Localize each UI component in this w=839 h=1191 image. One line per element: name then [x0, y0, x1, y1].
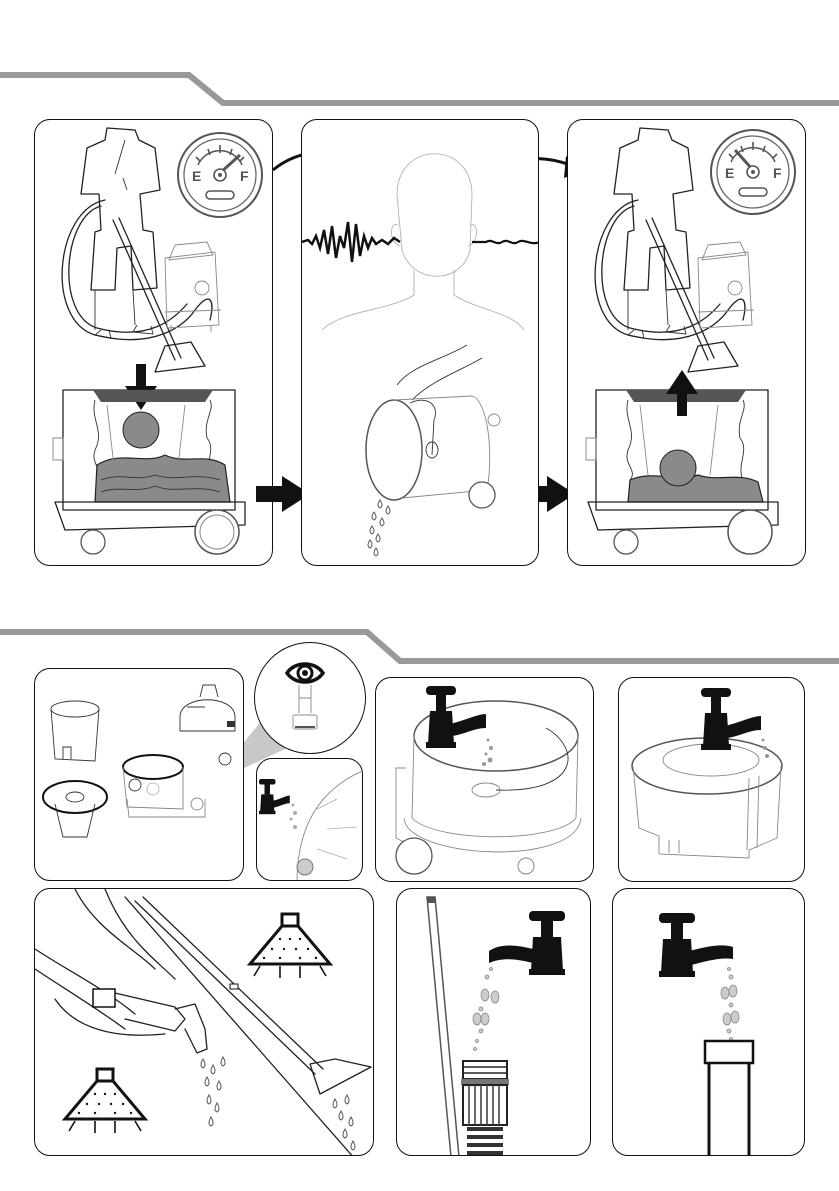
float-ball [659, 449, 697, 487]
pump-filter-part [292, 685, 318, 730]
panel-rinse-float-base [256, 758, 363, 881]
floor-tool [134, 896, 372, 1095]
sound-wave-loud-icon [302, 221, 401, 263]
hand-tool [54, 988, 208, 1054]
water-level-high [94, 454, 231, 503]
panel-spray-nozzles [34, 888, 374, 1156]
float-housing-base [42, 780, 108, 838]
water-level-low [627, 474, 764, 503]
wand [112, 217, 182, 361]
spray-nozzle-icon [61, 1067, 149, 1133]
panel-tank-filling: E F [34, 119, 273, 566]
hose-filter [461, 1060, 509, 1155]
panel-disassembled-parts [34, 668, 244, 881]
floor-tool [154, 341, 206, 373]
float-ball [122, 411, 160, 449]
water-drops-icon [720, 967, 740, 1041]
eye-icon [284, 662, 326, 684]
panel-rinse-hose-filter [396, 888, 591, 1156]
emptying-tank [365, 344, 501, 509]
spray-nozzle-icon [246, 912, 334, 978]
sound-wave-quiet-icon [472, 239, 538, 245]
panel-rinse-tank [375, 677, 594, 882]
tap-icon [259, 779, 290, 815]
tap-icon [489, 911, 565, 975]
panel-tank-emptied: E F [567, 119, 806, 566]
wand-tube-end [703, 1039, 755, 1155]
head-profile [321, 153, 525, 331]
svg-text:F: F [773, 165, 782, 181]
wand-tube [426, 896, 460, 1155]
filter-cage [50, 700, 100, 762]
water-drops-icon [200, 1055, 356, 1151]
water-drops-icon [367, 499, 391, 557]
svg-text:E: E [725, 165, 734, 181]
recovery-tank [122, 754, 206, 818]
gauge-label-full: F [240, 168, 249, 184]
motor-head [179, 684, 236, 732]
tap-icon [659, 913, 733, 977]
fuel-gauge-full-icon: E F [177, 132, 263, 218]
recovery-tank-cutaway [585, 389, 779, 555]
tap-icon [701, 688, 761, 750]
water-drops-icon [472, 967, 500, 1051]
tap-icon [426, 686, 486, 748]
arrow-down-icon [125, 364, 157, 410]
machine-small [164, 241, 222, 332]
fuel-gauge-empty-icon: E F [710, 129, 796, 215]
inspect-filter-callout [254, 642, 366, 754]
panel-rinse-float-housing [618, 677, 805, 882]
panel-motor-sound-change [301, 119, 539, 566]
hose [61, 199, 213, 341]
gauge-label-empty: E [192, 168, 201, 184]
section-divider-top [0, 72, 839, 106]
block-arrow-right-2-icon [521, 476, 575, 512]
arrow-up-icon [666, 370, 698, 416]
section-divider-bottom [0, 629, 839, 664]
machine-small [697, 241, 755, 329]
pump-filter-marker [218, 752, 232, 766]
recovery-tank-cutaway [52, 389, 246, 555]
panel-rinse-wand-tube [612, 888, 805, 1156]
block-arrow-right-1-icon [256, 476, 310, 512]
